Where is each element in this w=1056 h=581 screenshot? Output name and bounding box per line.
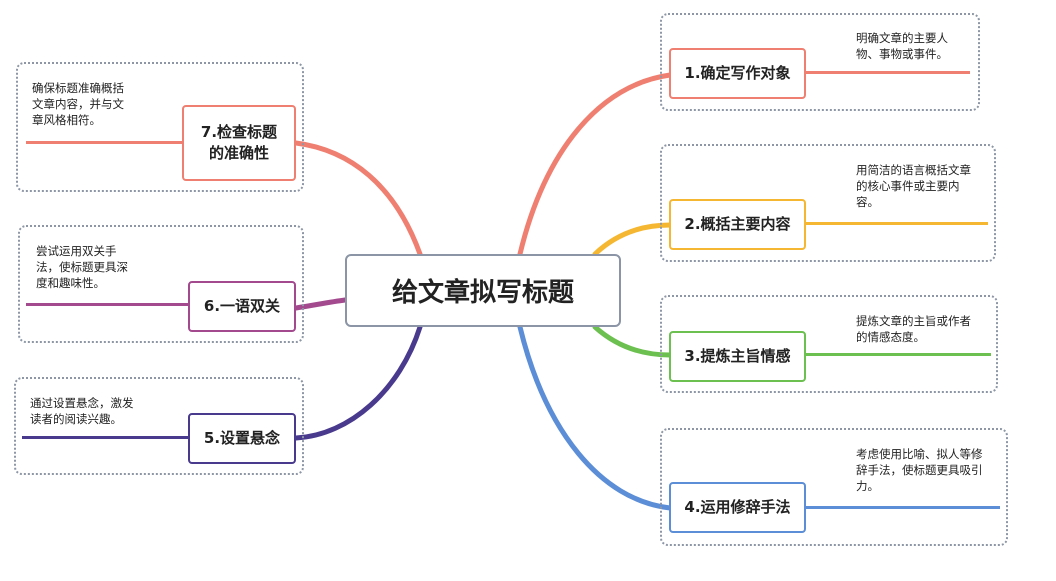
branch-5-description: 通过设置悬念，激发 读者的阅读兴趣。 [30,396,134,426]
central-topic[interactable]: 给文章拟写标题 [345,254,621,327]
branch-7-underline [26,141,184,144]
branch-3-underline [806,353,991,356]
branch-3-node[interactable]: 3.提炼主旨情感 [669,331,806,382]
branch-6-group [18,225,304,343]
connector-branch-1 [517,72,673,257]
branch-6-node[interactable]: 6.一语双关 [188,281,296,332]
branch-6-description: 尝试运用双关手 法，使标题更具深 度和趣味性。 [36,244,128,290]
branch-6-underline [26,303,190,306]
branch-5-node[interactable]: 5.设置悬念 [188,413,296,464]
branch-2-description: 用简洁的语言概括文章 的核心事件或主要内 容。 [856,163,971,209]
connector-branch-5 [293,324,423,441]
branch-4-group [660,428,1008,546]
branch-7-node[interactable]: 7.检查标题 的准确性 [182,105,296,181]
branch-4-node[interactable]: 4.运用修辞手法 [669,482,806,533]
branch-1-underline [806,71,970,74]
branch-5-underline [22,436,190,439]
branch-4-description: 考虑使用比喻、拟人等修 辞手法，使标题更具吸引 力。 [856,447,983,493]
branch-7-description: 确保标题准确概括 文章内容，并与文 章风格相符。 [32,81,124,127]
connector-branch-7 [293,140,423,257]
connector-branch-3 [592,324,673,358]
branch-1-group [660,13,980,111]
branch-2-node[interactable]: 2.概括主要内容 [669,199,806,250]
branch-2-underline [806,222,988,225]
branch-1-node[interactable]: 1.确定写作对象 [669,48,806,99]
branch-3-description: 提炼文章的主旨或作者 的情感态度。 [856,314,971,344]
branch-3-group [660,295,998,393]
connector-branch-6 [293,297,348,311]
branch-5-group [14,377,304,475]
connector-branch-2 [592,222,673,257]
connector-branch-4 [517,324,673,511]
branch-4-underline [806,506,1000,509]
branch-2-group [660,144,996,262]
branch-1-description: 明确文章的主要人 物、事物或事件。 [856,31,948,61]
branch-7-group [16,62,304,192]
